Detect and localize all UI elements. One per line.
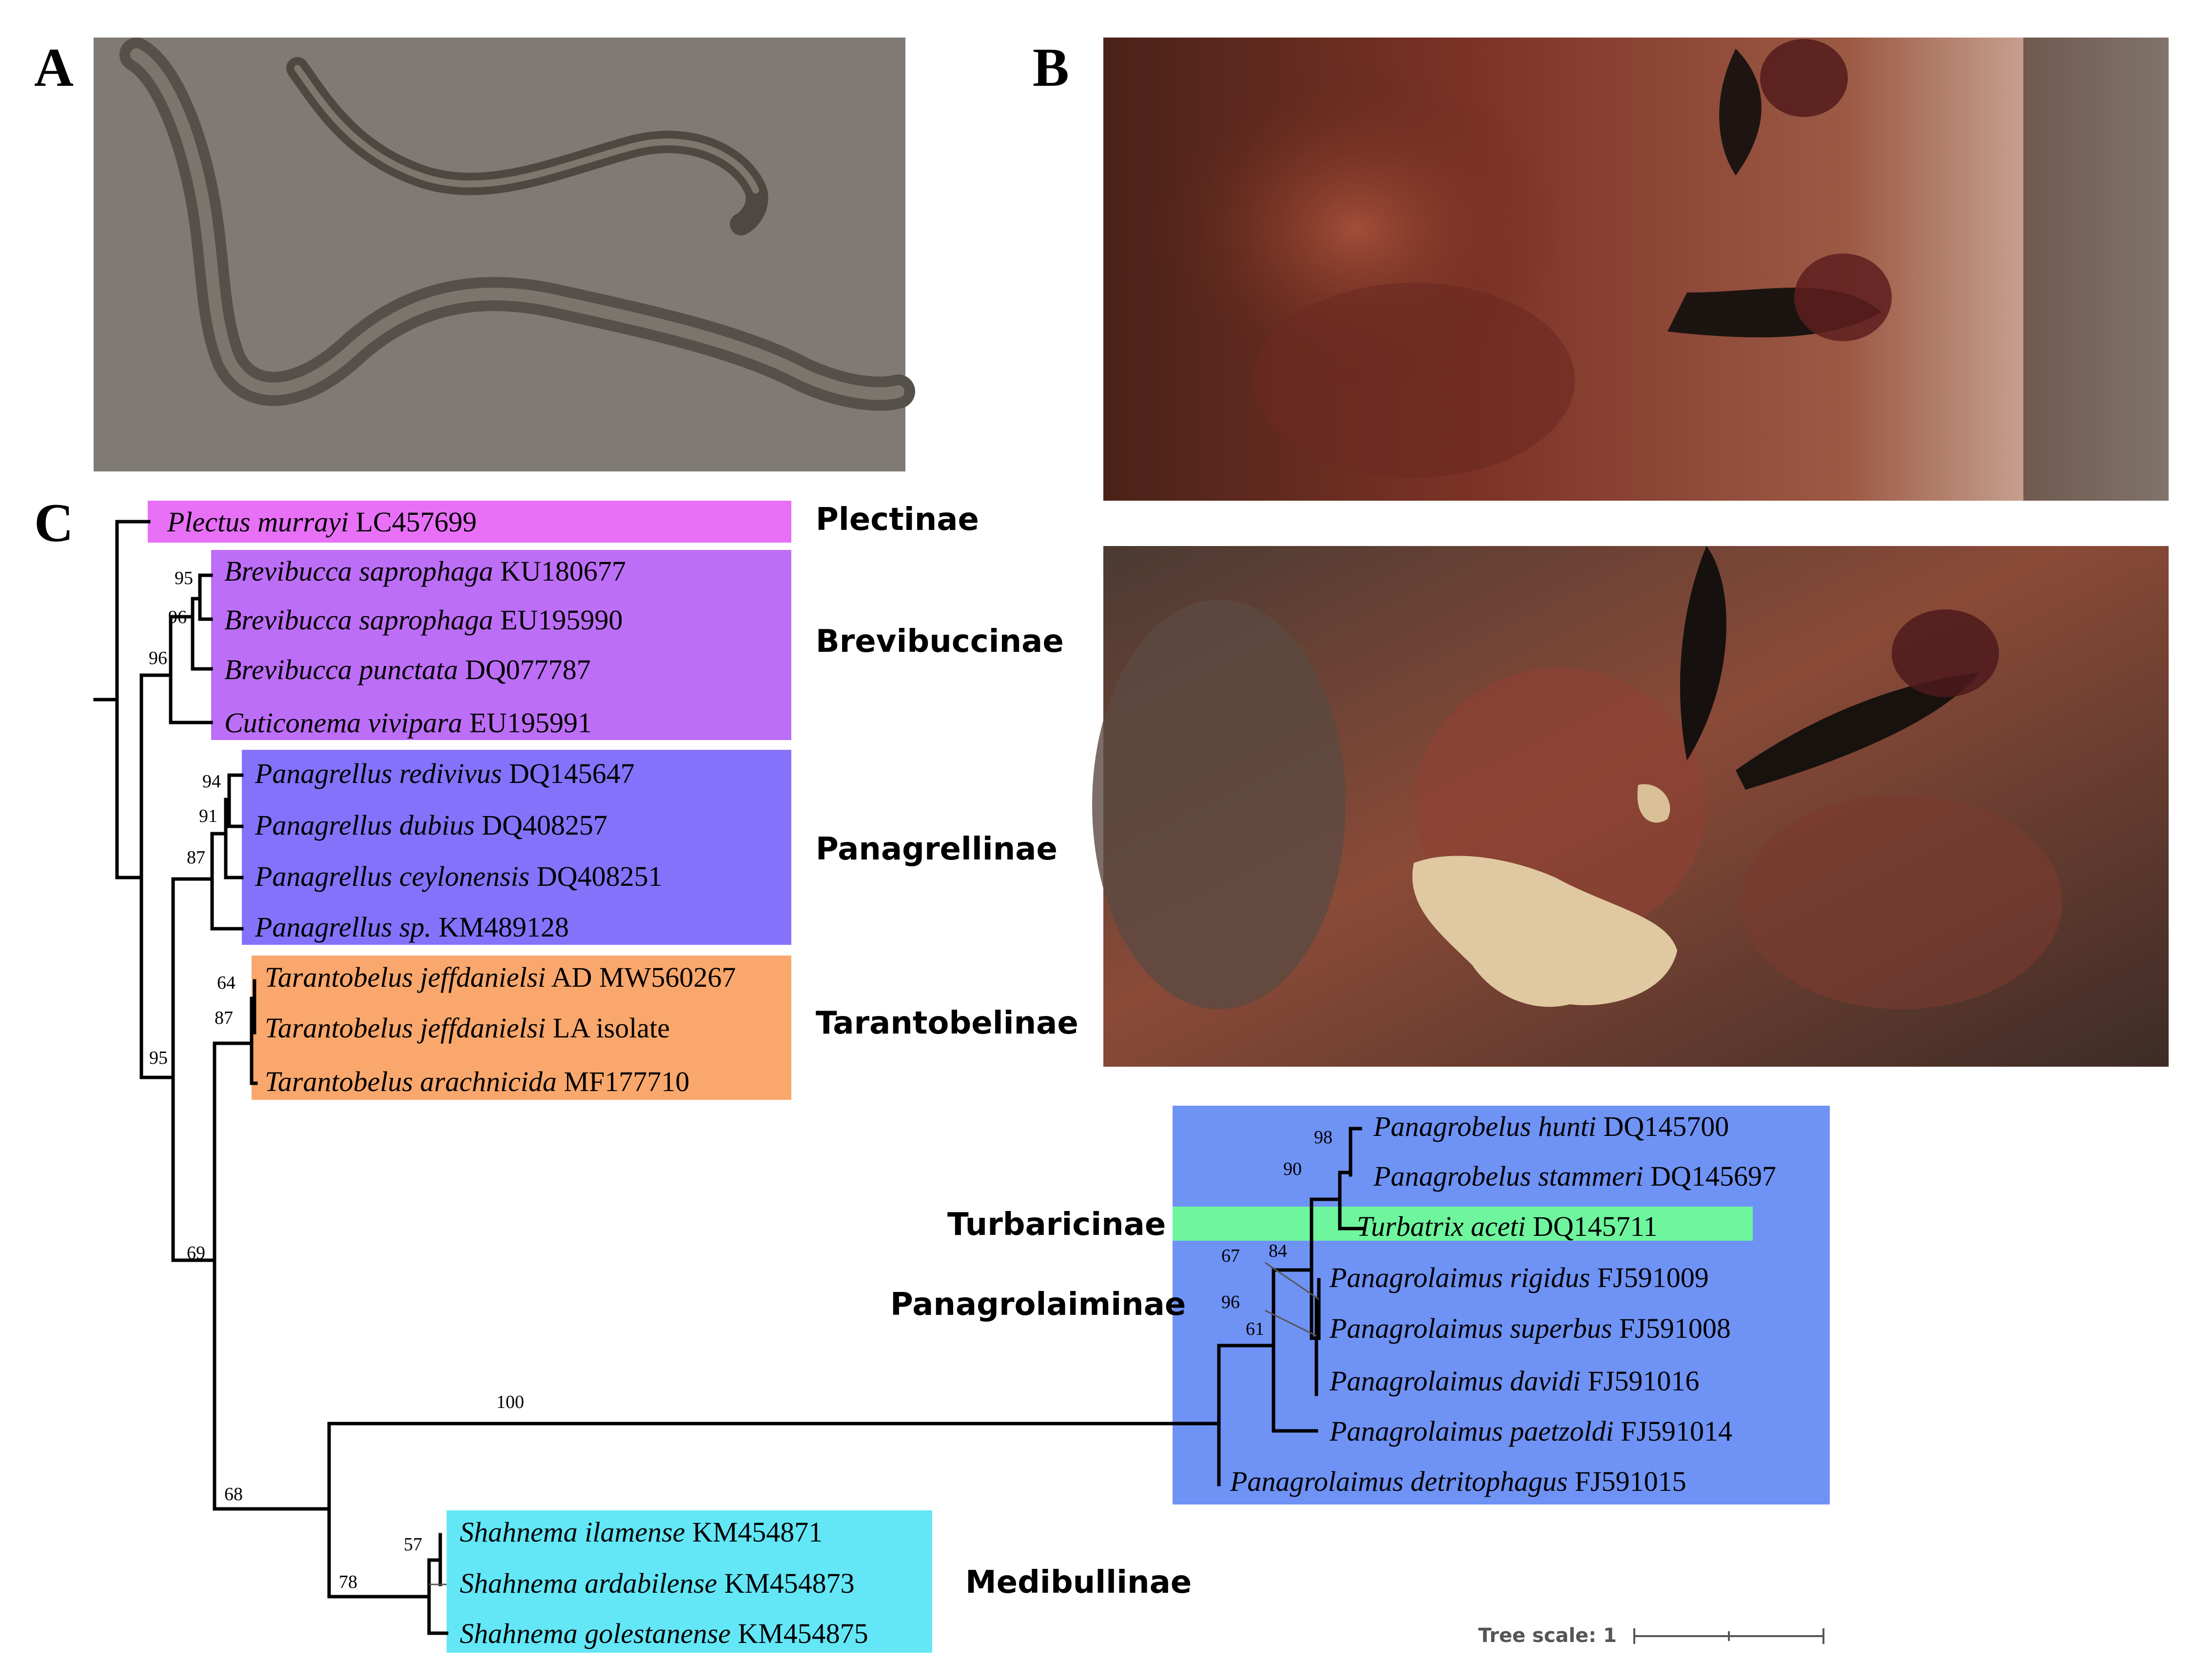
tree-scale-label: Tree scale: 1 bbox=[1478, 1624, 1617, 1647]
taxon-label: Cuticonema vivipara EU195991 bbox=[224, 707, 592, 739]
highlight-panagrellinae bbox=[242, 750, 791, 945]
taxon-label: Panagrobelus hunti DQ145700 bbox=[1373, 1111, 1729, 1142]
photo-tarantula-infected bbox=[1092, 546, 2169, 1067]
highlight-brevibuccinae bbox=[211, 550, 791, 740]
taxon-label: Tarantobelus jeffdanielsi LA isolate bbox=[265, 1012, 670, 1044]
highlight-medibullinae bbox=[447, 1510, 932, 1653]
taxon-label: Panagrolaimus detritophagus FJ591015 bbox=[1230, 1465, 1686, 1497]
taxon-label: Panagrolaimus davidi FJ591016 bbox=[1329, 1365, 1699, 1397]
support-value: 57 bbox=[404, 1534, 422, 1555]
panel-c-label: C bbox=[34, 493, 74, 553]
highlight-tarantobelinae bbox=[252, 956, 791, 1100]
support-values: 95 96 96 94 91 87 64 87 95 69 98 90 67 8… bbox=[149, 568, 1332, 1592]
highlight-panagrolaiminae bbox=[1173, 1106, 1830, 1504]
support-value: 96 bbox=[168, 607, 187, 627]
clade-label-plectinae: Plectinae bbox=[816, 502, 979, 538]
support-value: 69 bbox=[187, 1243, 205, 1263]
support-value: 84 bbox=[1269, 1241, 1287, 1261]
highlight-turbaricinae bbox=[1173, 1207, 1753, 1241]
support-value: 95 bbox=[175, 568, 193, 588]
taxon-label: Brevibucca saprophaga EU195990 bbox=[224, 604, 623, 636]
taxon-label: Panagrellus ceylonensis DQ408251 bbox=[255, 860, 663, 892]
support-value: 67 bbox=[1221, 1246, 1240, 1266]
support-value: 96 bbox=[149, 648, 167, 668]
taxon-label: Panagrolaimus rigidus FJ591009 bbox=[1329, 1262, 1709, 1293]
panel-b-label: B bbox=[1033, 38, 1069, 98]
clade-labels: Plectinae Brevibuccinae Panagrellinae Ta… bbox=[816, 502, 1192, 1601]
clade-label-panagrellinae: Panagrellinae bbox=[816, 831, 1058, 867]
tree-scale: Tree scale: 1 bbox=[1478, 1624, 1824, 1647]
support-value: 94 bbox=[202, 771, 221, 792]
taxon-label: Panagrobelus stammeri DQ145697 bbox=[1373, 1160, 1776, 1192]
taxon-label: Brevibucca saprophaga KU180677 bbox=[224, 555, 626, 587]
taxon-label: Panagrellus redivivus DQ145647 bbox=[255, 758, 635, 789]
support-value: 98 bbox=[1314, 1127, 1332, 1148]
support-value: 64 bbox=[217, 973, 235, 993]
taxon-label: Shahnema ilamense KM454871 bbox=[460, 1516, 823, 1548]
support-value: 96 bbox=[1221, 1292, 1240, 1312]
photo-a-background bbox=[94, 38, 905, 471]
support-value: 100 bbox=[496, 1392, 524, 1412]
clade-label-panagrolaiminae: Panagrolaiminae bbox=[890, 1287, 1186, 1323]
highlight-plectinae bbox=[148, 501, 791, 543]
photo-tarantula-healthy bbox=[1103, 38, 2169, 501]
support-value: 61 bbox=[1246, 1319, 1264, 1339]
support-value: 68 bbox=[224, 1484, 243, 1504]
support-value: 87 bbox=[187, 847, 205, 868]
taxon-label: Plectus murrayi LC457699 bbox=[167, 506, 477, 538]
tree-branches bbox=[93, 520, 1365, 1635]
taxon-label: Panagrolaimus paetzoldi FJ591014 bbox=[1329, 1415, 1732, 1447]
clade-label-brevibuccinae: Brevibuccinae bbox=[816, 624, 1064, 660]
taxon-label: Brevibucca punctata DQ077787 bbox=[224, 654, 591, 685]
support-value: 78 bbox=[339, 1572, 357, 1592]
panel-a-label: A bbox=[34, 38, 74, 98]
taxon-label: Shahnema ardabilense KM454873 bbox=[460, 1567, 855, 1599]
taxon-label: Shahnema golestanense KM454875 bbox=[460, 1618, 868, 1649]
photo-nematodes bbox=[94, 38, 915, 471]
clade-label-tarantobelinae: Tarantobelinae bbox=[816, 1005, 1078, 1041]
taxon-label: Tarantobelus arachnicida MF177710 bbox=[265, 1066, 689, 1097]
support-value: 91 bbox=[199, 806, 217, 826]
taxon-labels: Plectus murrayi LC457699 Brevibucca sapr… bbox=[167, 506, 1776, 1649]
support-value: 90 bbox=[1283, 1159, 1302, 1179]
clade-label-turbaricinae: Turbaricinae bbox=[947, 1207, 1166, 1243]
support-value: 95 bbox=[149, 1048, 168, 1068]
taxon-label: Panagrellus dubius DQ408257 bbox=[255, 809, 607, 841]
support-value: 87 bbox=[215, 1008, 233, 1028]
clade-label-medibullinae: Medibullinae bbox=[965, 1564, 1192, 1601]
taxon-label: Panagrellus sp. KM489128 bbox=[255, 911, 569, 943]
taxon-label: Tarantobelus jeffdanielsi AD MW560267 bbox=[265, 961, 736, 993]
taxon-label: Turbatrix aceti DQ145711 bbox=[1357, 1211, 1658, 1242]
taxon-label: Panagrolaimus superbus FJ591008 bbox=[1329, 1312, 1731, 1344]
